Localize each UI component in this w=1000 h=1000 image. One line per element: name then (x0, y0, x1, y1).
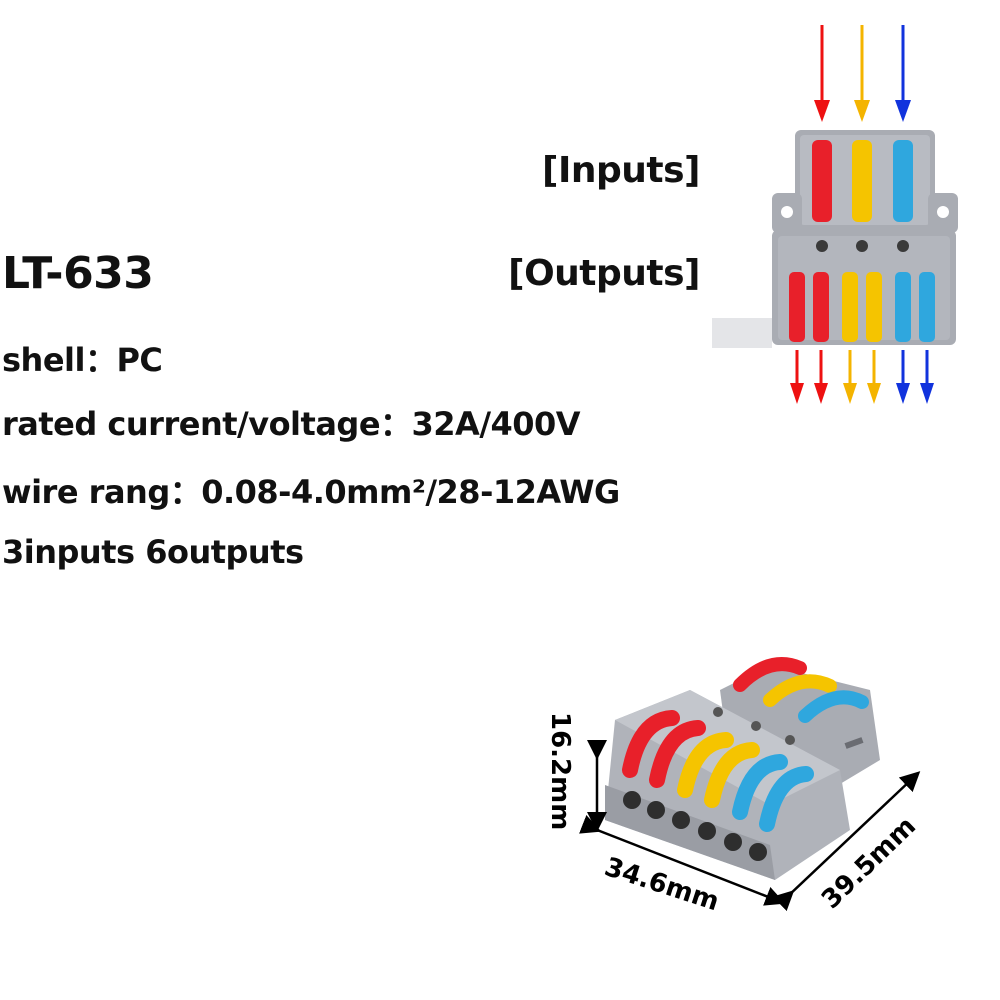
spec-io-count: 3inputs 6outputs (2, 533, 304, 571)
dimension-width: 34.6mm (601, 852, 723, 917)
inputs-label: [Inputs] (542, 150, 700, 191)
spec-rating: rated current/voltage：32A/400V (2, 405, 581, 443)
dimension-height: 16.2mm (545, 712, 575, 830)
input-arrows (814, 25, 911, 122)
connector-front-view (712, 25, 958, 404)
spec-shell: shell：PC (2, 341, 163, 379)
output-arrows (790, 350, 934, 404)
model-title: LT-633 (2, 248, 154, 299)
spec-wire-range: wire rang：0.08-4.0mm²/28-12AWG (2, 473, 620, 511)
connector-iso-view: 16.2mm 34.6mm 39.5mm (545, 657, 922, 917)
outputs-label: [Outputs] (508, 253, 700, 294)
